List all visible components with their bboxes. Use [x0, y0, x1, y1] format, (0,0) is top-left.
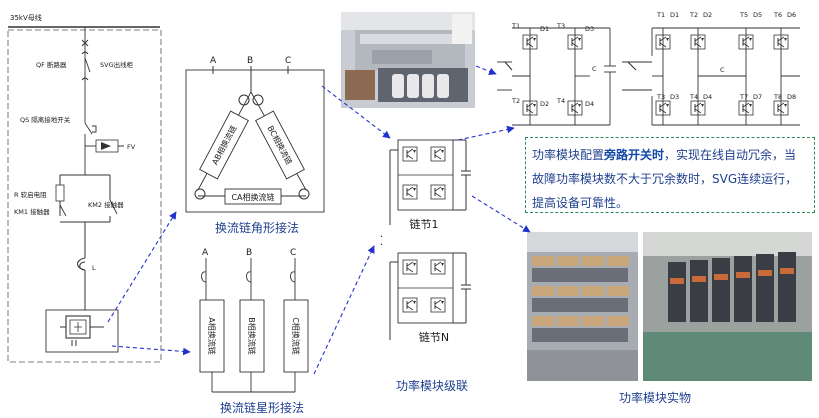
reactor-symbol — [77, 257, 86, 271]
arrow-to-delta — [107, 211, 177, 323]
a-chain-box — [199, 299, 225, 373]
right-t5: T5 — [739, 11, 748, 19]
star-phase-b: B — [246, 248, 252, 258]
right-t3: T3 — [656, 93, 665, 101]
left-t4: T4 — [556, 97, 565, 105]
chain-node-n-label: 链节N — [419, 330, 449, 344]
star-phase-a: A — [202, 248, 209, 258]
svg-text:·: · — [380, 240, 383, 251]
right-d7: D7 — [753, 93, 762, 101]
qs-label: QS 隔离接地开关 — [20, 115, 71, 124]
arrow-delta-to-cascade — [321, 85, 391, 139]
qf-label: QF 断路器 — [36, 60, 67, 69]
ca-chain-box — [224, 188, 282, 205]
left-t3: T3 — [556, 22, 565, 30]
power-module-cascade: 链节1 · · 链节N 功率模块级联 — [380, 139, 471, 393]
power-module-box — [45, 309, 119, 353]
right-t1: T1 — [656, 11, 665, 19]
fv-label: FV — [127, 143, 136, 151]
delta-phase-c: C — [285, 56, 291, 66]
arrow-to-star — [111, 345, 191, 356]
chain-node-n — [389, 252, 471, 340]
right-t6: T6 — [773, 11, 782, 19]
bridge-circuit-right: T1 D1 T2 D2 T5 D5 T6 D6 T3 D3 T4 D4 T7 D… — [622, 11, 800, 126]
km2-label: KM2 接触器 — [88, 200, 124, 209]
photo-caption: 功率模块实物 — [619, 390, 691, 405]
right-d3: D3 — [670, 93, 679, 101]
svg-line-label: SVG出线柜 — [100, 60, 134, 69]
soft-start-resistor — [55, 184, 65, 202]
isolator-symbol — [84, 122, 97, 135]
cascade-caption: 功率模块级联 — [396, 378, 468, 393]
chain-node-1-label: 链节1 — [410, 217, 439, 231]
left-t2: T2 — [511, 97, 520, 105]
left-c: C — [592, 65, 597, 73]
arrow-photo-to-bridge — [475, 65, 497, 76]
cabinet-frame — [7, 29, 162, 363]
right-t4: T4 — [689, 93, 698, 101]
left-d3: D3 — [585, 25, 594, 33]
connector-arrows — [107, 65, 531, 375]
right-d8: D8 — [787, 93, 796, 101]
bus-label: 35kV母线 — [10, 13, 42, 22]
ca-chain-label: CA相换流链 — [231, 192, 274, 202]
right-d2: D2 — [703, 11, 712, 19]
c-chain-box — [283, 299, 309, 373]
star-phase-c: C — [290, 248, 296, 258]
module-photo-top — [341, 12, 475, 108]
b-chain-label: B相换流链 — [247, 317, 257, 355]
single-line-diagram: 35kV母线 QF 断路器 SVG出线柜 QS 隔离接地开关 FV R 软启电阻… — [7, 13, 162, 363]
a-chain-label: A相换流链 — [207, 317, 217, 354]
bridge-circuit-left: T1 D1 T3 D3 T2 D2 T4 D4 C — [497, 22, 616, 126]
delta-caption: 换流链角形接法 — [215, 220, 299, 235]
r-label: R 软启电阻 — [14, 190, 47, 199]
bc-chain-box — [255, 110, 305, 180]
bypass-callout: 功率模块配置旁路开关时，实现在线自动冗余，当故障功率模块数不大于冗余数时，SVG… — [525, 137, 815, 213]
chain-node-1 — [389, 139, 471, 225]
delta-connection: A B C AB相换流链 BC相换流链 CA相换流链 换流链角形接法 — [185, 56, 325, 235]
b-chain-box — [239, 299, 265, 373]
delta-phase-b: B — [247, 56, 253, 66]
arrow-to-photos — [471, 195, 531, 233]
c-chain-label: C相换流链 — [291, 317, 301, 355]
module-photo-right — [643, 232, 812, 381]
callout-text-pre: 功率模块配置 — [532, 148, 605, 162]
cascade-dots: · — [380, 232, 383, 243]
left-d1: D1 — [540, 25, 549, 33]
km1-label: KM1 接触器 — [14, 207, 50, 216]
arrow-to-bridge — [457, 125, 515, 141]
right-d1: D1 — [670, 11, 679, 19]
star-caption: 换流链星形接法 — [220, 400, 304, 415]
left-d2: D2 — [540, 100, 549, 108]
right-t2: T2 — [689, 11, 698, 19]
right-d5: D5 — [753, 11, 762, 19]
arrow-star-to-cascade — [313, 245, 375, 375]
right-d6: D6 — [787, 11, 796, 19]
right-t8: T8 — [773, 93, 782, 101]
right-d4: D4 — [703, 93, 712, 101]
callout-text-bold: 旁路开关时 — [604, 148, 665, 162]
right-c: C — [720, 66, 725, 74]
ab-chain-box — [199, 110, 249, 180]
l-label: L — [92, 264, 96, 272]
callout-text-post: ，实现在线自动冗余，当故障功率模块数不大于冗余数时，SVG连续运行，提高设备可靠… — [532, 148, 798, 210]
fuse-symbol — [81, 39, 89, 47]
right-t7: T7 — [739, 93, 748, 101]
left-d4: D4 — [585, 100, 594, 108]
delta-phase-a: A — [210, 56, 217, 66]
star-connection: A B C A相换流链 B相换流链 C相换流链 换流链星形接法 — [199, 248, 309, 415]
left-t1: T1 — [511, 22, 520, 30]
breaker-symbol — [84, 57, 91, 73]
module-photo-left — [527, 232, 638, 381]
